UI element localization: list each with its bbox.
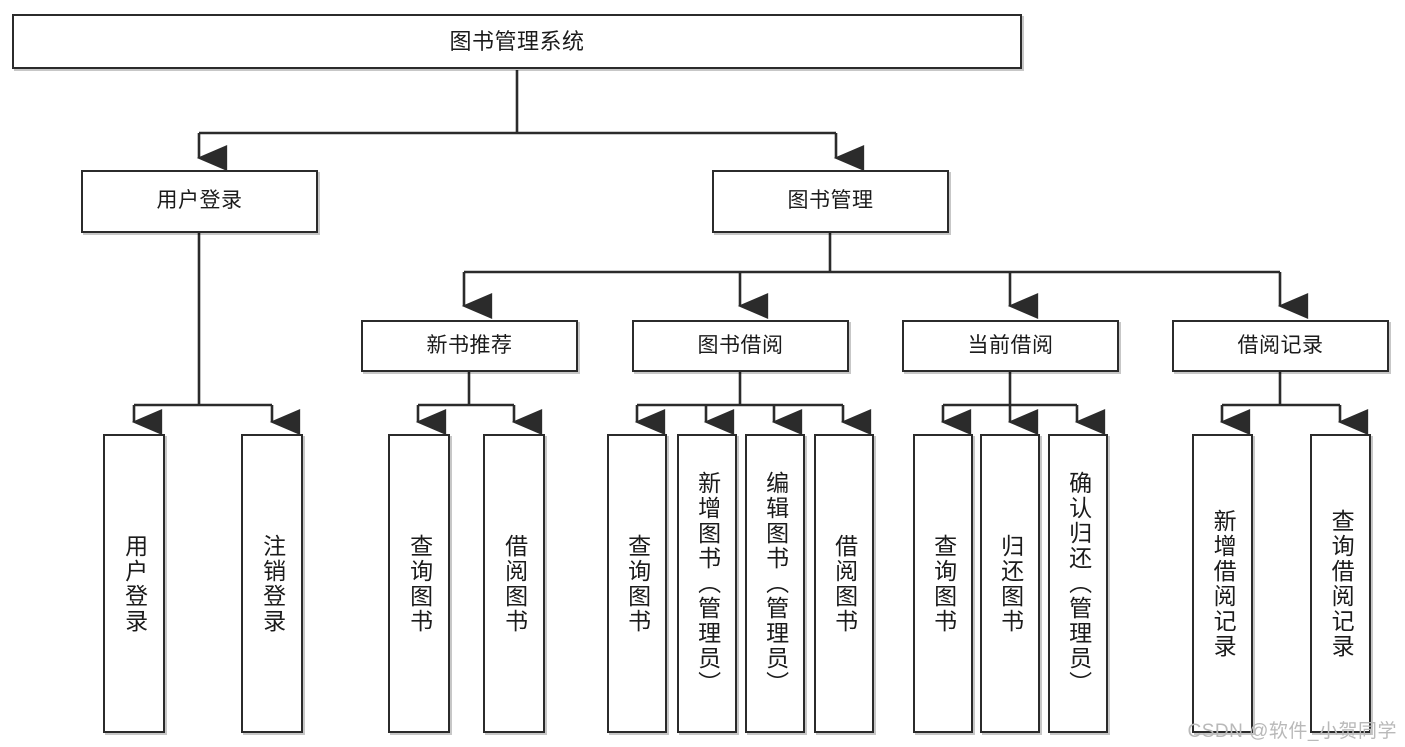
leaf-edit-book-admin[interactable]: 编辑图书（管理员） — [745, 434, 805, 733]
leaf-user-login[interactable]: 用户登录 — [103, 434, 165, 733]
node-label: 查询图书 — [624, 533, 651, 634]
node-label: 图书管理系统 — [449, 28, 585, 54]
csdn-watermark: CSDN @软件_小贺同学 — [1187, 721, 1397, 742]
node-label: 借阅记录 — [1237, 333, 1324, 357]
node-book-management-system[interactable]: 图书管理系统 — [12, 14, 1022, 69]
node-label: 查询图书 — [930, 533, 957, 634]
node-current-borrowing[interactable]: 当前借阅 — [902, 320, 1119, 372]
node-label: 新增图书（管理员） — [694, 471, 721, 696]
node-label: 新增借阅记录 — [1210, 508, 1237, 659]
node-label: 归还图书 — [997, 533, 1024, 634]
node-label: 用户登录 — [156, 189, 243, 213]
node-borrowing-records[interactable]: 借阅记录 — [1172, 320, 1389, 372]
leaf-query-book-new-recommendation[interactable]: 查询图书 — [388, 434, 450, 733]
leaf-logout[interactable]: 注销登录 — [241, 434, 303, 733]
leaf-return-book[interactable]: 归还图书 — [980, 434, 1040, 733]
node-label: 查询图书 — [406, 533, 433, 634]
node-label: 用户登录 — [121, 533, 148, 634]
node-label: 图书借阅 — [697, 333, 784, 357]
node-label: 图书管理 — [787, 189, 874, 213]
leaf-add-book-admin[interactable]: 新增图书（管理员） — [677, 434, 737, 733]
leaf-borrow-book-new-recommendation[interactable]: 借阅图书 — [483, 434, 545, 733]
node-label: 查询借阅记录 — [1328, 508, 1355, 659]
leaf-confirm-return-admin[interactable]: 确认归还（管理员） — [1048, 434, 1108, 733]
node-label: 当前借阅 — [967, 333, 1054, 357]
node-label: 确认归还（管理员） — [1065, 471, 1092, 696]
node-label: 借阅图书 — [501, 533, 528, 634]
node-label: 借阅图书 — [831, 533, 858, 634]
node-book-management[interactable]: 图书管理 — [712, 170, 949, 233]
node-label: 注销登录 — [259, 533, 286, 634]
leaf-query-book-borrowing[interactable]: 查询图书 — [607, 434, 667, 733]
node-book-borrowing[interactable]: 图书借阅 — [632, 320, 849, 372]
leaf-add-borrow-record[interactable]: 新增借阅记录 — [1192, 434, 1253, 733]
node-label: 编辑图书（管理员） — [762, 471, 789, 696]
leaf-query-borrow-record[interactable]: 查询借阅记录 — [1310, 434, 1371, 733]
leaf-borrow-book-borrowing[interactable]: 借阅图书 — [814, 434, 874, 733]
node-label: 新书推荐 — [426, 333, 513, 357]
node-new-book-recommendation[interactable]: 新书推荐 — [361, 320, 578, 372]
node-user-login[interactable]: 用户登录 — [81, 170, 318, 233]
leaf-query-book-current[interactable]: 查询图书 — [913, 434, 973, 733]
